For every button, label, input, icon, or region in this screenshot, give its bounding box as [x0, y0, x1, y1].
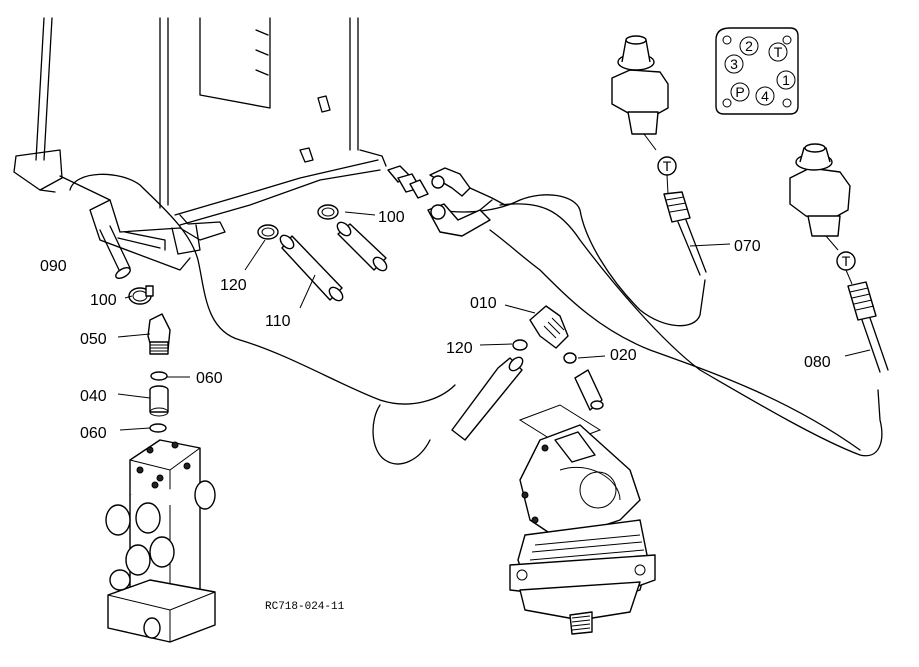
- clamp-120-lower: [512, 339, 528, 351]
- machine-frame: [13, 17, 387, 271]
- o-ring-060-upper: [150, 371, 168, 381]
- hose-guard-090: [99, 225, 131, 279]
- o-ring-060-lower: [149, 423, 167, 433]
- port-tag-t-080: T: [842, 253, 851, 269]
- leader-lines: [117, 211, 871, 431]
- connector-040: [149, 385, 169, 417]
- pilot-valve-080: [789, 143, 889, 373]
- hose-routing: [69, 173, 883, 465]
- label-110: 110: [265, 313, 291, 330]
- hose-protector-110: [279, 221, 388, 302]
- clamp-100-left: [128, 285, 154, 305]
- hydraulic-pump: [509, 404, 656, 635]
- part-labels: 090 100 050 060 040 060 120 110 100 010 …: [40, 209, 831, 613]
- label-100-right: 100: [378, 209, 405, 226]
- label-070: 070: [734, 238, 761, 255]
- adapter: [574, 369, 604, 411]
- port-label-4: 4: [761, 88, 769, 104]
- port-tag-t-070: T: [663, 158, 672, 174]
- label-060-lower: 060: [80, 425, 107, 442]
- clamp-120-upper: [257, 224, 279, 240]
- pilot-valve-070: [611, 35, 707, 276]
- drawing-code: RC718-024-11: [265, 601, 345, 613]
- label-080: 080: [804, 354, 831, 371]
- label-040: 040: [80, 388, 107, 405]
- label-050: 050: [80, 331, 107, 348]
- port-label-3: 3: [730, 56, 738, 72]
- clamp-100-right: [317, 204, 339, 220]
- label-100-left: 100: [90, 292, 117, 309]
- upper-fittings: [387, 165, 506, 237]
- port-label-1: 1: [782, 72, 790, 88]
- port-label-2: 2: [745, 38, 753, 54]
- elbow-010: [529, 305, 569, 349]
- elbow-050: [147, 313, 171, 355]
- label-120-upper: 120: [220, 277, 247, 294]
- hose-sleeve: [451, 356, 524, 441]
- seal-020: [563, 352, 577, 364]
- port-pattern-inset: 2 T 3 1 P 4: [715, 27, 799, 115]
- swivel-joint: [105, 439, 216, 643]
- label-020: 020: [610, 347, 637, 364]
- label-060-upper: 060: [196, 370, 223, 387]
- port-label-t: T: [774, 44, 783, 60]
- label-120-lower: 120: [446, 340, 473, 357]
- label-090: 090: [40, 258, 67, 275]
- port-label-p: P: [735, 84, 744, 100]
- label-010: 010: [470, 295, 497, 312]
